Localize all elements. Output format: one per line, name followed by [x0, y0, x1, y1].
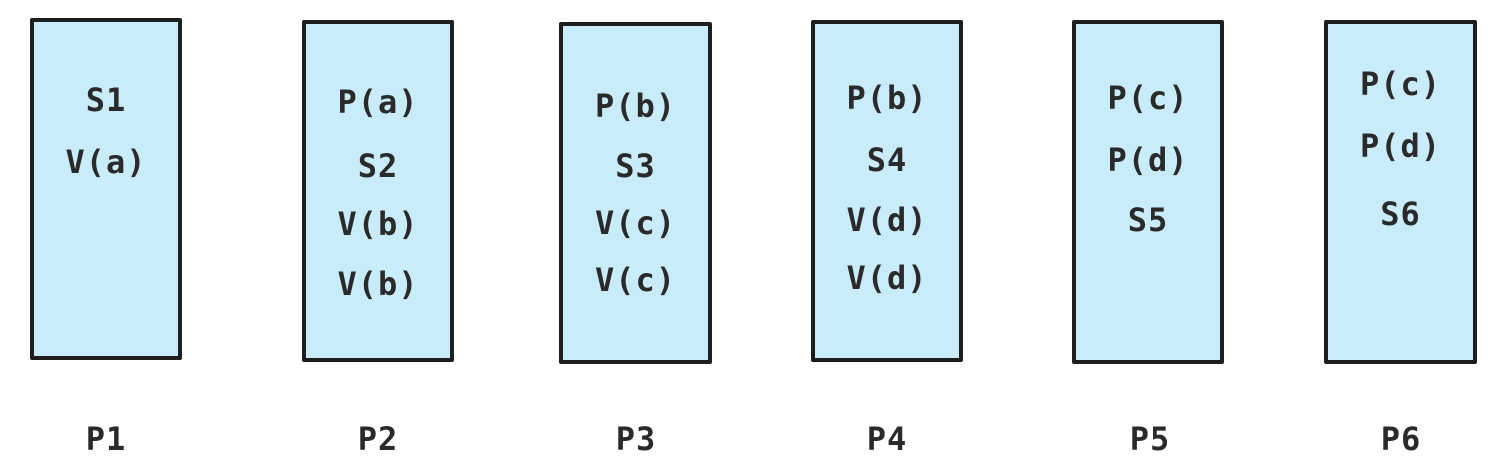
statement: V(c)	[594, 261, 677, 299]
statement: P(d)	[1107, 141, 1189, 179]
statement: V(b)	[337, 205, 419, 243]
statement: P(b)	[846, 79, 928, 117]
process-label-p5: P5	[1129, 420, 1171, 458]
statement: S4	[866, 141, 908, 179]
process-box-p2: P(a) S2 V(b) V(b)	[302, 20, 454, 362]
process-label-p3: P3	[615, 420, 657, 458]
statement: V(d)	[846, 201, 928, 239]
statement: S3	[615, 147, 656, 185]
statement: S2	[357, 147, 399, 185]
statement: P(b)	[594, 87, 677, 125]
process-label-p4: P4	[866, 420, 908, 458]
process-box-p5: P(c) P(d) S5	[1072, 20, 1224, 364]
statement: P(c)	[1359, 65, 1442, 103]
process-box-p4: P(b) S4 V(d) V(d)	[811, 20, 963, 362]
statement: S6	[1380, 195, 1421, 233]
process-box-p6: P(c) P(d) S6	[1324, 20, 1477, 364]
statement: V(a)	[65, 143, 147, 181]
statement: S1	[85, 81, 127, 119]
statement: V(b)	[337, 265, 419, 303]
process-box-p3: P(b) S3 V(c) V(c)	[559, 22, 712, 364]
statement: V(c)	[594, 204, 677, 242]
statement: S5	[1127, 201, 1169, 239]
statement: P(a)	[337, 83, 419, 121]
statement: V(d)	[846, 259, 928, 297]
process-label-p2: P2	[357, 420, 399, 458]
process-label-p6: P6	[1380, 420, 1422, 458]
process-label-p1: P1	[85, 420, 127, 458]
process-box-p1: S1 V(a)	[30, 18, 182, 360]
statement: P(d)	[1359, 127, 1442, 165]
statement: P(c)	[1107, 79, 1189, 117]
